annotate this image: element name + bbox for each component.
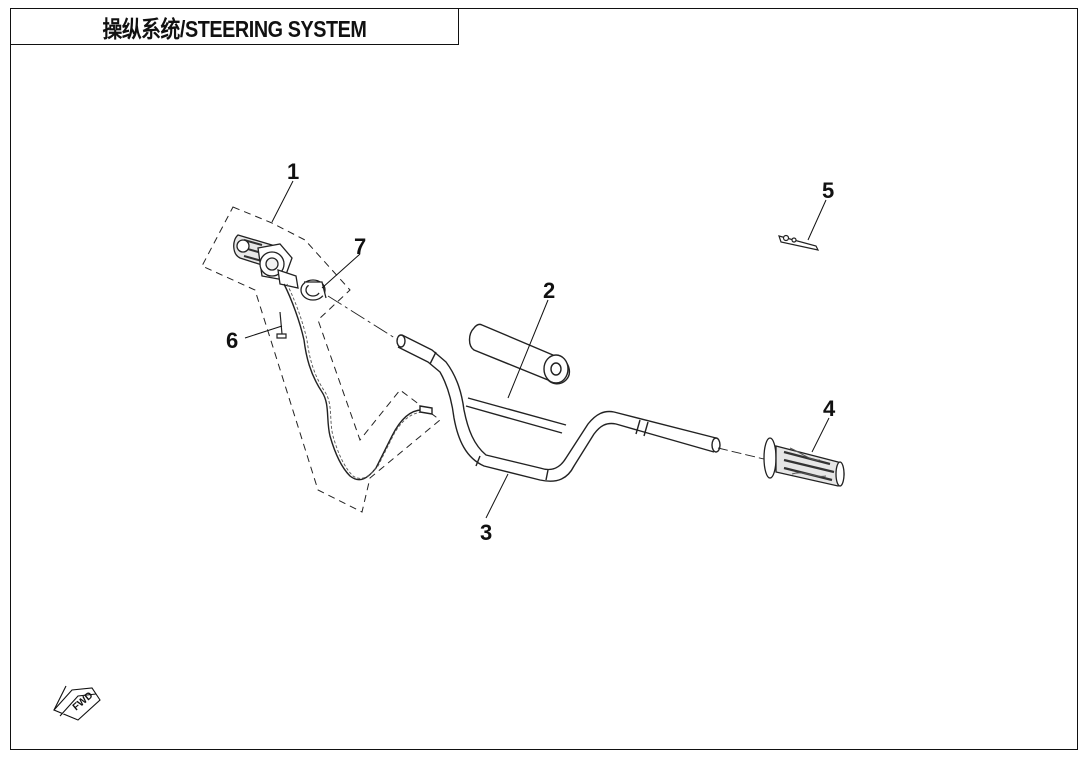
left-grip bbox=[763, 437, 845, 487]
throttle-cable bbox=[283, 283, 433, 481]
callout-6: 6 bbox=[226, 328, 238, 353]
page-title: 操纵系统/STEERING SYSTEM bbox=[102, 15, 367, 42]
clamp bbox=[300, 279, 327, 301]
callout-7: 7 bbox=[354, 234, 366, 259]
callout-3: 3 bbox=[480, 520, 492, 545]
drawing-frame bbox=[10, 8, 1078, 750]
callouts: 1 2 3 4 5 6 7 bbox=[226, 159, 836, 545]
screw bbox=[276, 311, 287, 339]
leader-lines bbox=[244, 180, 830, 519]
throttle-assembly bbox=[233, 234, 299, 289]
assembly-outline bbox=[201, 206, 441, 513]
bracket bbox=[778, 234, 820, 251]
title-block: 操纵系统/STEERING SYSTEM bbox=[10, 8, 459, 45]
callout-4: 4 bbox=[823, 396, 836, 421]
center-lines bbox=[327, 295, 769, 461]
handlebar-pad bbox=[468, 323, 571, 385]
callout-2: 2 bbox=[543, 278, 555, 303]
forward-arrow-icon: FWD bbox=[53, 685, 101, 721]
callout-1: 1 bbox=[287, 159, 299, 184]
callout-5: 5 bbox=[822, 178, 834, 203]
handlebar bbox=[396, 334, 721, 482]
